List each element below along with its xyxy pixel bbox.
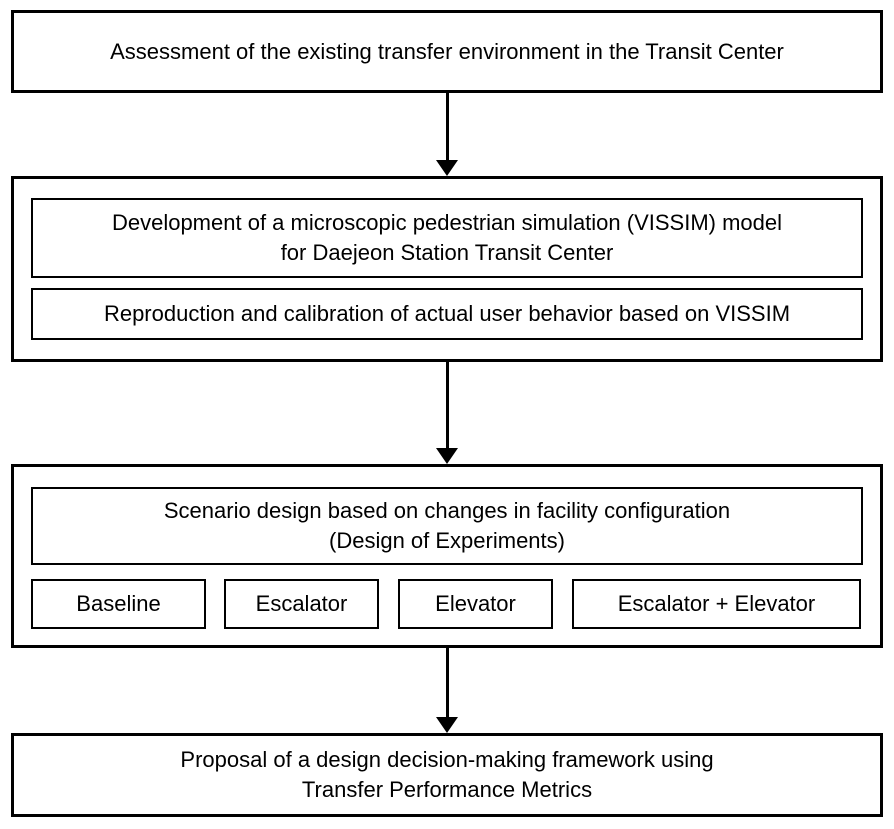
arrow-down-icon [436,160,458,176]
box-proposal-line1: Proposal of a design decision-making fra… [180,747,714,772]
scenario-box-escalator-label: Escalator [255,591,348,616]
arrow-down-icon [436,448,458,464]
box-scenario-group: Scenario design based on changes in faci… [11,464,883,648]
scenario-box-baseline: Baseline [31,579,206,629]
flow-arrow-3 [436,648,458,733]
arrow-shaft [445,362,449,448]
box-proposal-line2: Transfer Performance Metrics [301,777,593,802]
box-proposal: Proposal of a design decision-making fra… [11,733,883,817]
box-vissim-model-line1: Development of a microscopic pedestrian … [111,210,783,235]
arrow-shaft [445,648,449,717]
flow-arrow-2 [436,362,458,464]
box-calibration: Reproduction and calibration of actual u… [31,288,863,340]
box-vissim-group: Development of a microscopic pedestrian … [11,176,883,362]
scenario-box-escalator-elevator: Escalator + Elevator [572,579,861,629]
box-assessment: Assessment of the existing transfer envi… [11,10,883,93]
scenario-box-escalator-elevator-label: Escalator + Elevator [617,591,816,616]
scenario-box-elevator: Elevator [398,579,553,629]
box-vissim-model-line2: for Daejeon Station Transit Center [280,240,614,265]
box-scenario-design-line2: (Design of Experiments) [329,528,565,553]
scenario-box-elevator-label: Elevator [435,591,516,616]
scenario-box-baseline-label: Baseline [76,591,161,616]
box-scenario-design-line1: Scenario design based on changes in faci… [163,498,731,523]
arrow-shaft [445,93,449,160]
box-vissim-model: Development of a microscopic pedestrian … [31,198,863,278]
box-scenario-design: Scenario design based on changes in faci… [31,487,863,565]
flow-arrow-1 [436,93,458,176]
scenario-box-escalator: Escalator [224,579,379,629]
box-assessment-text: Assessment of the existing transfer envi… [110,38,784,64]
box-calibration-text: Reproduction and calibration of actual u… [103,301,791,326]
arrow-down-icon [436,717,458,733]
